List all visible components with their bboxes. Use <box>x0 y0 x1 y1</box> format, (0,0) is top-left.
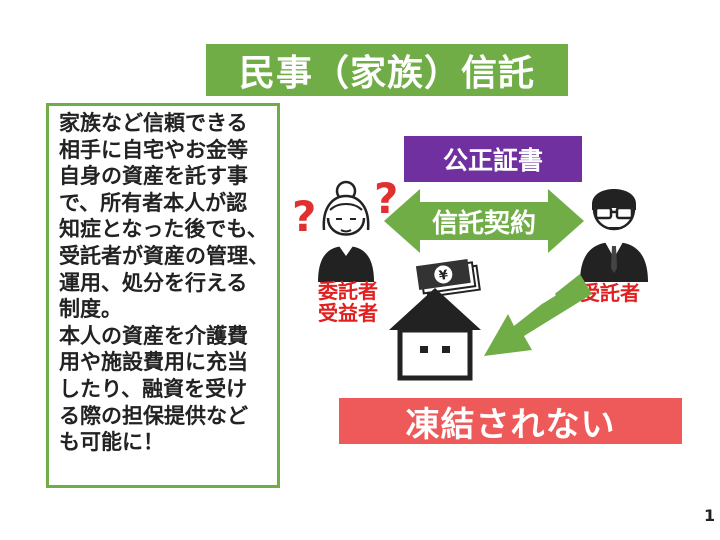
businessman-icon <box>580 189 648 282</box>
elderly-woman-icon <box>318 180 374 282</box>
management-arrow <box>484 274 592 356</box>
description-line: 制度。 <box>59 297 122 322</box>
house-icon <box>389 288 481 381</box>
notary-deed-box: 公正証書 <box>404 136 582 182</box>
yen-symbol: ¥ <box>438 268 449 284</box>
description-line: 用や施設費用に充当 <box>59 350 248 375</box>
description-line: 受託者が資産の管理、 <box>59 243 269 268</box>
settlor-label-line1: 委託者 <box>318 279 378 303</box>
description-line: 本人の資産を介護費 <box>59 323 248 348</box>
description-line: 相手に自宅やお金等 <box>59 137 248 162</box>
money-icon: ¥ <box>415 258 481 298</box>
trustee-label: 受託者 <box>580 281 640 305</box>
question-mark-left: ? <box>292 192 317 241</box>
settlor-label: 委託者 受益者 <box>318 280 378 324</box>
description-line: 運用、処分を行える <box>59 270 248 295</box>
not-frozen-box: 凍結されない <box>339 398 682 445</box>
description-line: も可能に！ <box>59 430 164 455</box>
title-banner: 民事（家族）信託 <box>206 44 568 96</box>
page-number: 1 <box>704 506 716 525</box>
description-box: 家族など信頼できる 相手に自宅やお金等 自身の資産を託す事 で、所有者本人が認 … <box>46 103 280 488</box>
contract-arrow <box>384 189 584 253</box>
description-line: 家族など信頼できる <box>59 111 248 135</box>
description-line: 知症となった後でも、 <box>59 217 268 242</box>
settlor-label-line2: 受益者 <box>318 301 378 325</box>
description-line: で、所有者本人が認 <box>59 190 248 215</box>
description-line: る際の担保提供など <box>59 403 248 428</box>
description-line: したり、融資を受け <box>59 376 248 401</box>
description-line: 自身の資産を託す事 <box>59 164 248 189</box>
contract-label: 信託契約 <box>431 208 536 239</box>
